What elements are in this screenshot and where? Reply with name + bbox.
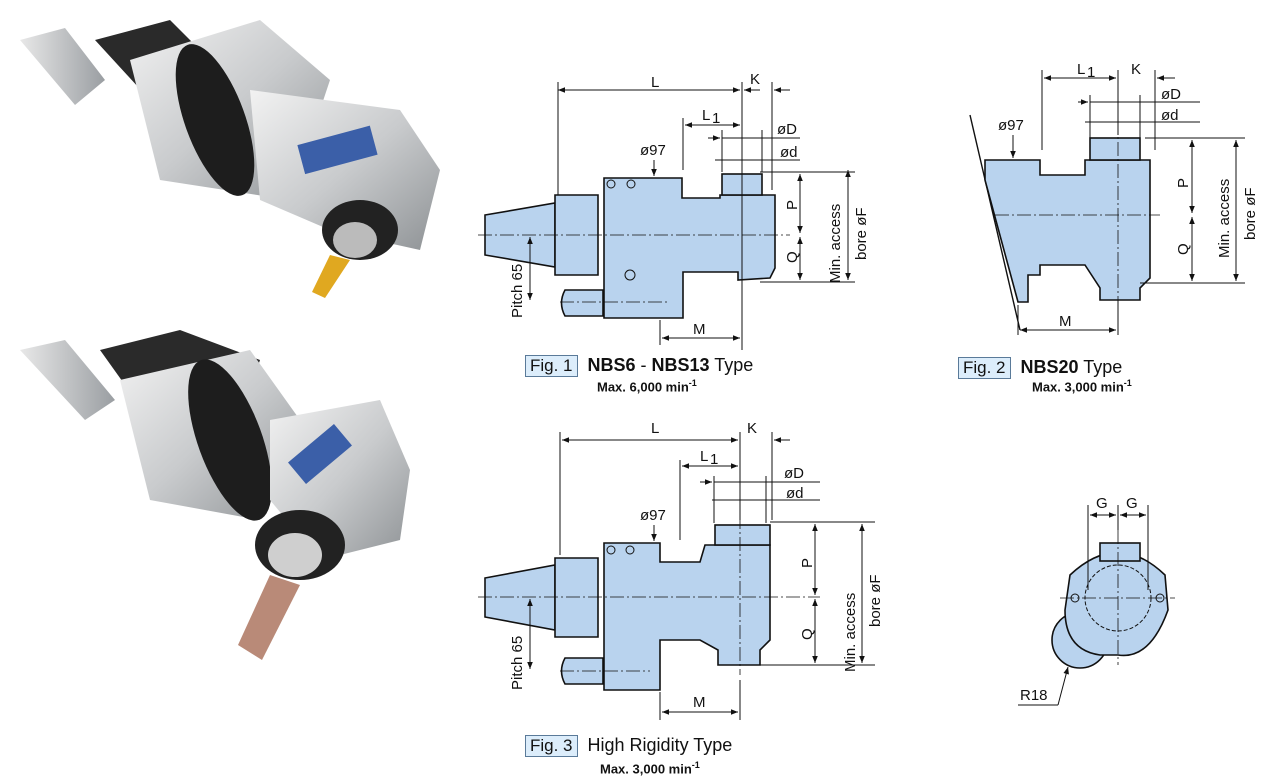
speed-text: Max. 3,000 min <box>1032 379 1124 395</box>
dim-R18: R18 <box>1020 687 1048 704</box>
dim-D: øD <box>784 465 804 482</box>
figure-1-caption: Fig. 1 NBS6 - NBS13 Type <box>525 355 753 377</box>
dim-M: M <box>693 321 706 338</box>
dim-M: M <box>1059 313 1072 330</box>
dim-bore-line1: Min. access <box>827 204 844 283</box>
dim-D: øD <box>777 121 797 138</box>
dim-L: L <box>651 74 659 91</box>
speed-exponent: -1 <box>688 378 697 388</box>
speed-text: Max. 3,000 min <box>600 761 692 777</box>
dim-G-right: G <box>1126 495 1138 512</box>
speed-text: Max. 6,000 min <box>597 379 689 395</box>
dim-L1-sub: 1 <box>710 451 718 468</box>
dim-L1: L <box>700 448 708 465</box>
dim-L1: L <box>1077 61 1085 78</box>
figure-3-caption: Fig. 3 High Rigidity Type <box>525 735 732 757</box>
model-nbs6: NBS6 <box>587 355 636 375</box>
dim-bore-line2: bore øF <box>1242 187 1259 240</box>
product-photo-high-rigidity <box>20 330 410 660</box>
dim-bore-line2: bore øF <box>867 574 884 627</box>
title-separator: - <box>635 355 652 375</box>
dim-G-left: G <box>1096 495 1108 512</box>
dim-bore-line1: Min. access <box>1216 179 1233 258</box>
figure-2-caption: Fig. 2 NBS20 Type <box>958 357 1122 379</box>
dim-K: K <box>747 420 757 437</box>
dim-bore-line2: bore øF <box>853 207 870 260</box>
dim-P: P <box>799 558 816 568</box>
dim-L1-sub: 1 <box>712 110 720 127</box>
dim-phi97: ø97 <box>640 142 666 159</box>
dim-P: P <box>1175 178 1192 188</box>
figure-3-speed: Max. 3,000 min-1 <box>600 760 700 776</box>
dim-bore-line1: Min. access <box>842 593 859 672</box>
dim-P: P <box>784 200 801 210</box>
figure-1-speed: Max. 6,000 min-1 <box>597 378 697 394</box>
dim-K: K <box>1131 61 1141 78</box>
figure-1-label: Fig. 1 <box>525 355 578 377</box>
dim-Q: Q <box>784 251 801 263</box>
dim-d: ød <box>1161 107 1179 124</box>
model-nbs20: NBS20 <box>1020 357 1079 377</box>
figure-3-label: Fig. 3 <box>525 735 578 757</box>
dim-pitch: Pitch 65 <box>509 264 526 318</box>
speed-exponent: -1 <box>691 760 700 770</box>
type-label: High Rigidity Type <box>587 735 733 755</box>
type-label: Type <box>714 355 754 375</box>
end-view-drawing: G G R18 <box>1018 495 1175 706</box>
dim-L: L <box>651 420 659 437</box>
dim-phi97: ø97 <box>640 507 666 524</box>
product-photo-standard <box>20 20 440 298</box>
dim-Q: Q <box>799 628 816 640</box>
figure-2-label: Fig. 2 <box>958 357 1011 379</box>
dim-Q: Q <box>1175 243 1192 255</box>
type-label: Type <box>1083 357 1123 377</box>
dim-d: ød <box>786 485 804 502</box>
speed-exponent: -1 <box>1123 378 1132 388</box>
dim-D: øD <box>1161 86 1181 103</box>
dim-L1-sub: 1 <box>1087 64 1095 81</box>
model-nbs13: NBS13 <box>651 355 710 375</box>
figure-2-speed: Max. 3,000 min-1 <box>1032 378 1132 394</box>
dim-K: K <box>750 71 760 88</box>
dim-d: ød <box>780 144 798 161</box>
dim-pitch: Pitch 65 <box>509 636 526 690</box>
dim-L1: L <box>702 107 710 124</box>
dim-phi97: ø97 <box>998 117 1024 134</box>
dim-M: M <box>693 694 706 711</box>
